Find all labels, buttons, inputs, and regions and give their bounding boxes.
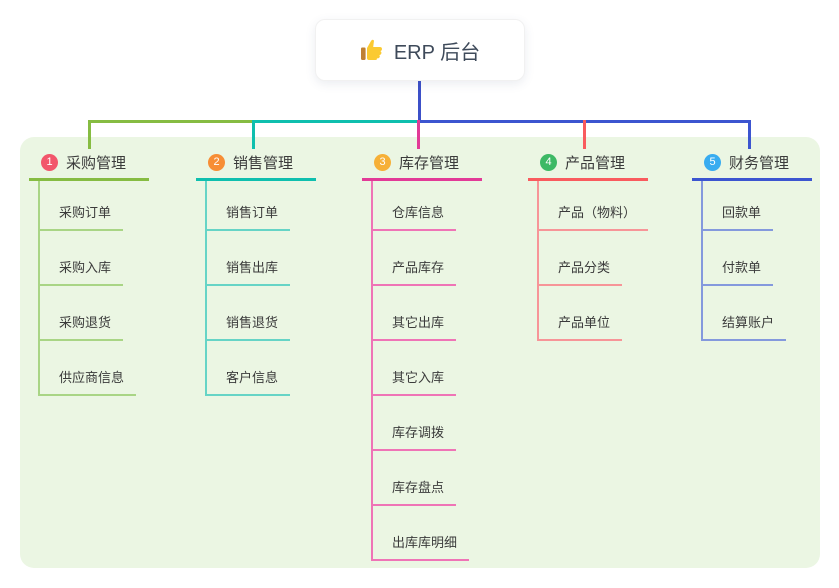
- branch-children: 回款单 付款单 结算账户: [701, 181, 787, 341]
- branch-number-badge: 5: [704, 154, 721, 171]
- branch-label: 采购管理: [66, 155, 127, 172]
- child-node[interactable]: 出库库明细: [373, 506, 470, 561]
- connector-drop-product: [583, 120, 586, 149]
- branch-node-purchase[interactable]: 1 采购管理: [29, 150, 149, 181]
- branch-children: 仓库信息 产品库存 其它出库 其它入库 库存调拨 库存盘点 出库库明细: [371, 181, 470, 561]
- child-node[interactable]: 产品（物料）: [539, 181, 649, 231]
- connector-drop-inventory: [417, 120, 420, 149]
- child-node[interactable]: 客户信息: [207, 341, 291, 396]
- child-node[interactable]: 其它出库: [373, 286, 469, 341]
- branch-label: 财务管理: [729, 155, 790, 172]
- root-node[interactable]: ERP 后台: [315, 19, 525, 81]
- child-node[interactable]: 库存调拨: [373, 396, 469, 451]
- child-node[interactable]: 采购入库: [40, 231, 136, 286]
- branch-finance: 5 财务管理 回款单 付款单 结算账户: [692, 150, 839, 341]
- branch-node-sales[interactable]: 2 销售管理: [196, 150, 316, 181]
- thumbs-up-icon: [360, 38, 384, 62]
- connector-drop-sales: [252, 120, 255, 149]
- branch-children: 采购订单 采购入库 采购退货 供应商信息: [38, 181, 137, 396]
- branch-children: 销售订单 销售出库 销售退货 客户信息: [205, 181, 291, 396]
- child-node[interactable]: 库存盘点: [373, 451, 469, 506]
- branch-children: 产品（物料） 产品分类 产品单位: [537, 181, 649, 341]
- child-node[interactable]: 产品单位: [539, 286, 648, 341]
- child-node[interactable]: 供应商信息: [40, 341, 137, 396]
- connector-line-sales: [254, 120, 418, 123]
- branches-panel: [20, 137, 820, 568]
- branch-number-badge: 4: [540, 154, 557, 171]
- branch-sales: 2 销售管理 销售订单 销售出库 销售退货 客户信息: [196, 150, 346, 396]
- branch-label: 产品管理: [565, 155, 626, 172]
- root-title: ERP 后台: [393, 41, 481, 64]
- branch-label: 库存管理: [399, 155, 460, 172]
- branch-node-finance[interactable]: 5 财务管理: [692, 150, 812, 181]
- branch-node-product[interactable]: 4 产品管理: [528, 150, 648, 181]
- child-node[interactable]: 结算账户: [703, 286, 787, 341]
- branch-purchase: 1 采购管理 采购订单 采购入库 采购退货 供应商信息: [29, 150, 179, 396]
- connector-line-purchase: [88, 120, 254, 123]
- branch-number-badge: 2: [208, 154, 225, 171]
- connector-drop-finance: [748, 120, 751, 149]
- root-connector-line: [418, 78, 421, 123]
- child-node[interactable]: 产品库存: [373, 231, 469, 286]
- child-node[interactable]: 销售订单: [207, 181, 291, 231]
- branch-product: 4 产品管理 产品（物料） 产品分类 产品单位: [528, 150, 678, 341]
- branch-inventory: 3 库存管理 仓库信息 产品库存 其它出库 其它入库 库存调拨 库存盘点 出库库…: [362, 150, 512, 561]
- child-node[interactable]: 采购订单: [40, 181, 136, 231]
- connector-drop-purchase: [88, 120, 91, 149]
- child-node[interactable]: 其它入库: [373, 341, 469, 396]
- branch-node-inventory[interactable]: 3 库存管理: [362, 150, 482, 181]
- child-node[interactable]: 销售出库: [207, 231, 291, 286]
- child-node[interactable]: 产品分类: [539, 231, 648, 286]
- branch-number-badge: 3: [374, 154, 391, 171]
- child-node[interactable]: 仓库信息: [373, 181, 469, 231]
- child-node[interactable]: 采购退货: [40, 286, 136, 341]
- child-node[interactable]: 回款单: [703, 181, 786, 231]
- child-node[interactable]: 销售退货: [207, 286, 291, 341]
- child-node[interactable]: 付款单: [703, 231, 786, 286]
- branch-number-badge: 1: [41, 154, 58, 171]
- branch-label: 销售管理: [233, 155, 294, 172]
